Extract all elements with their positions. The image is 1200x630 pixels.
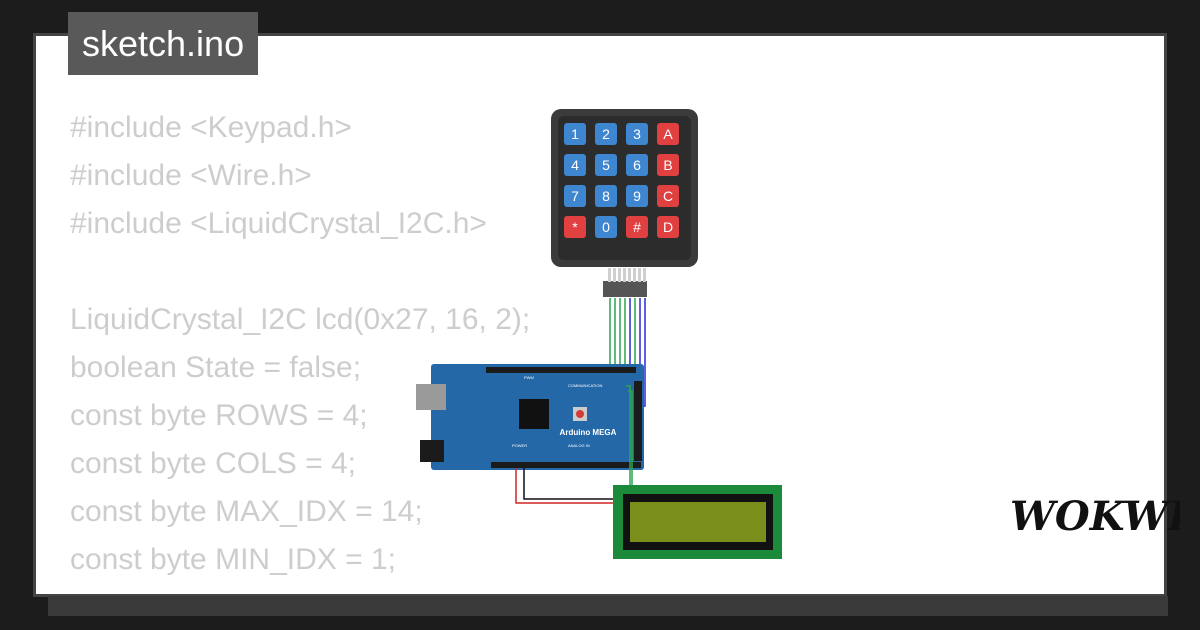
code-line: #include <Wire.h>	[70, 159, 312, 192]
keypad-pin	[618, 268, 621, 282]
wokwi-logo-text: WOKWI	[1010, 493, 1180, 538]
keypad-key: 3	[626, 123, 648, 145]
wokwi-logo: WOKWI	[1010, 493, 1180, 538]
keypad-pin	[613, 268, 616, 282]
keypad-pin	[638, 268, 641, 282]
code-line: boolean State = false;	[70, 351, 362, 384]
code-line: #include <LiquidCrystal_I2C.h>	[70, 207, 487, 240]
keypad-key-label: C	[663, 188, 673, 204]
keypad-key-label: 8	[602, 188, 610, 204]
keypad-key-label: 3	[633, 126, 641, 142]
keypad-key: 9	[626, 185, 648, 207]
keypad: 1 2 3 A 4 5 6 B 7 8 9 C * 0 # D	[551, 109, 698, 297]
keypad-pin	[633, 268, 636, 282]
code-line: #include <Keypad.h>	[70, 111, 352, 144]
keypad-key: 2	[595, 123, 617, 145]
keypad-key: C	[657, 185, 679, 207]
keypad-key-label: 7	[571, 188, 579, 204]
power-label: POWER	[512, 443, 527, 448]
keypad-pin	[643, 268, 646, 282]
keypad-key: 1	[564, 123, 586, 145]
keypad-key-label: D	[663, 219, 673, 235]
keypad-key: #	[626, 216, 648, 238]
keypad-key: 7	[564, 185, 586, 207]
keypad-key: 6	[626, 154, 648, 176]
keypad-key-label: 6	[633, 157, 641, 173]
file-name-tab: sketch.ino	[68, 12, 259, 75]
arduino-mega: Arduino MEGA PWM COMMUNICATION POWER ANA…	[416, 364, 644, 470]
card-shadow	[48, 596, 1168, 616]
code-line: LiquidCrystal_I2C lcd(0x27, 16, 2);	[70, 303, 531, 336]
keypad-key-label: #	[633, 219, 641, 235]
lcd-display	[613, 485, 782, 559]
code-line: const byte MAX_IDX = 14;	[70, 495, 423, 528]
keypad-key-label: 2	[602, 126, 610, 142]
keypad-pin	[628, 268, 631, 282]
keypad-key-label: A	[663, 126, 673, 142]
keypad-pin	[623, 268, 626, 282]
code-listing: #include <Keypad.h> #include <Wire.h> #inc…	[70, 104, 531, 594]
keypad-pin	[608, 268, 611, 282]
keypad-key: *	[564, 216, 586, 238]
arduino-label: Arduino MEGA	[560, 428, 617, 437]
code-line: const byte COLS = 4;	[70, 447, 356, 480]
code-line: const byte ...	[70, 584, 530, 594]
keypad-key: 4	[564, 154, 586, 176]
analog-label: ANALOG IN	[568, 443, 590, 448]
keypad-key-label: B	[663, 157, 672, 173]
preview-card: #include <Keypad.h> #include <Wire.h> #inc…	[33, 33, 1167, 597]
keypad-key: 8	[595, 185, 617, 207]
keypad-key-label: 4	[571, 157, 579, 173]
communication-label: COMMUNICATION	[568, 383, 602, 388]
pwm-label: PWM	[524, 375, 534, 380]
keypad-key: 0	[595, 216, 617, 238]
keypad-key-label: 9	[633, 188, 641, 204]
keypad-key-label: 1	[571, 126, 579, 142]
keypad-key-label: 5	[602, 157, 610, 173]
keypad-key-label: 0	[602, 219, 610, 235]
keypad-key: 5	[595, 154, 617, 176]
code-line: const byte MIN_IDX = 1;	[70, 543, 396, 576]
keypad-key: B	[657, 154, 679, 176]
code-line: const byte ROWS = 4;	[70, 399, 368, 432]
keypad-key: D	[657, 216, 679, 238]
keypad-key: A	[657, 123, 679, 145]
keypad-key-label: *	[572, 219, 578, 235]
